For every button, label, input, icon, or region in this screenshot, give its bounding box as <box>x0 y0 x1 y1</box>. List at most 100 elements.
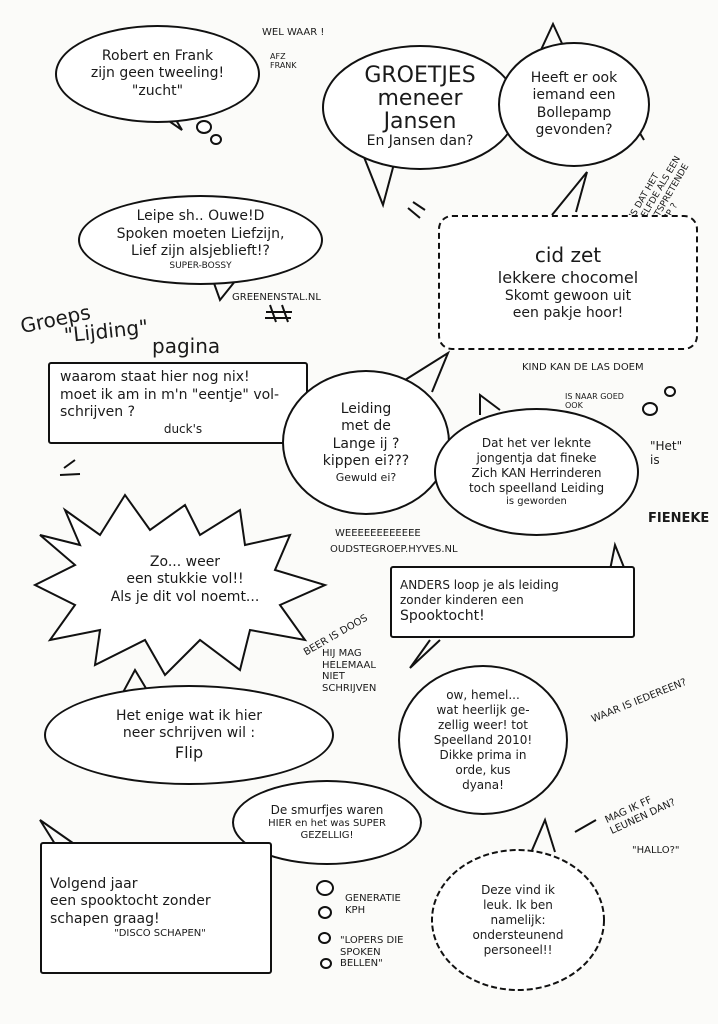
bubble-robert: Robert en Frank zijn geen tweeling! "zuc… <box>55 25 260 123</box>
bubble-spoken-line-1: Leipe sh.. Ouwe!D <box>136 208 265 225</box>
bubble-smurf-line-1: De smurfjes waren <box>270 802 384 817</box>
bubble-spoken-line-2: Spoken moeten Liefzijn, <box>116 225 285 242</box>
bubble-fieneke-line-1: Dat het ver leknte <box>481 435 592 450</box>
tail-anders <box>609 541 626 571</box>
bubble-groetjes-line-2: meneer <box>377 86 463 112</box>
scalloped-bubble-shape <box>431 849 605 991</box>
bubble-volgend-line-2: een spooktocht zonder <box>50 893 211 909</box>
bubble-spoken: Leipe sh.. Ouwe!D Spoken moeten Liefzijn… <box>78 195 323 285</box>
bubble-cid: cid zet lekkere chocomel Skomt gewoon ui… <box>438 215 698 350</box>
bubble-zo: Zo... weer een stukkie vol!! Als je dit … <box>70 530 300 630</box>
bubble-leiding-line-2: met de <box>341 418 391 435</box>
bubble-deze-line-3: namelijk: <box>490 912 546 927</box>
bubble-fieneke-line-2: jongentja dat fineke <box>476 450 597 465</box>
bubble-hemel-line-2: wat heerlijk ge- <box>436 702 530 717</box>
thought-dot <box>642 402 658 416</box>
bubble-flip-line-1: Het enige wat ik hier <box>116 707 262 724</box>
hash-greenstal <box>265 304 292 323</box>
tail-volgend <box>39 819 81 853</box>
bubble-hemel-line-6: orde, kus <box>455 762 511 777</box>
bubble-anders-line-1: ANDERS loop je als leiding <box>400 578 559 593</box>
note-kind: KIND KAN DE LAS DOEM <box>522 362 644 373</box>
note-isnaargoed: IS NAAR GOED OOK <box>565 392 624 411</box>
bubble-anders-line-3: Spooktocht! <box>400 608 485 625</box>
bubble-hemel-line-3: zellig weer! tot <box>437 717 528 732</box>
bubble-bollepamp: Heeft er ook iemand een Bollepamp gevond… <box>498 42 650 167</box>
bubble-fieneke-line-4: toch speelland Leiding <box>468 480 605 495</box>
arrow-mag <box>574 819 597 833</box>
bubble-deze-line-5: personeel!! <box>483 942 553 957</box>
bubble-fieneke-line-3: Zich KAN Herrinderen <box>471 465 602 480</box>
bubble-hemel-line-1: ow, hemel... <box>446 687 520 702</box>
bubble-hemel-line-5: Dikke prima in <box>439 747 527 762</box>
bubble-robert-line-3: "zucht" <box>131 82 184 99</box>
bubble-flip: Het enige wat ik hier neer schrijven wil… <box>44 685 334 785</box>
bubble-waarom: waarom staat hier nog nix! moet ik am in… <box>48 362 308 444</box>
thought-dot <box>196 120 212 134</box>
bubble-bollepamp-line-1: Heeft er ook <box>530 69 618 86</box>
bubble-deze: Deze vind ik leuk. Ik ben namelijk: onde… <box>440 865 596 975</box>
bubble-cid-line-1: cid zet <box>534 242 602 267</box>
tail-deze <box>529 817 556 856</box>
bubble-deze-line-2: leuk. Ik ben <box>483 897 553 912</box>
bubble-groetjes-line-3: Jansen <box>383 109 457 135</box>
bubble-smurf-line-3: GEZELLIG! <box>300 830 354 841</box>
bubble-smurf-line-2: HIER en het was SUPER <box>268 817 386 829</box>
bubble-volgend-line-1: Volgend jaar <box>50 875 138 892</box>
bubble-deze-line-1: Deze vind ik <box>481 882 555 897</box>
bubble-leiding-line-5: Gewuld ei? <box>335 470 397 484</box>
tail-bollepamp <box>539 21 566 53</box>
note-hallo: "HALLO?" <box>632 845 680 856</box>
bubble-leiding-line-3: Lange ij ? <box>332 435 400 452</box>
bubble-volgend-signature: "DISCO SCHAPEN" <box>114 928 206 939</box>
note-afzfrank: AFZ FRANK <box>270 52 297 71</box>
bubble-robert-line-2: zijn geen tweeling! <box>90 65 225 82</box>
bubble-deze-line-4: ondersteunend <box>472 927 564 942</box>
bubble-groetjes: GROETJES meneer Jansen En Jansen dan? <box>322 45 518 170</box>
bubble-spoken-signature: SUPER-BOSSY <box>169 260 232 271</box>
bubble-smurf: De smurfjes waren HIER en het was SUPER … <box>232 780 422 865</box>
bubble-hemel: ow, hemel... wat heerlijk ge- zellig wee… <box>398 665 568 815</box>
note-lopers: "LOPERS DIE SPOKEN BELLEN" <box>340 935 404 969</box>
bubble-zo-line-3: Als je dit vol noemt... <box>110 588 260 605</box>
bubble-cid-line-4: een pakje hoor! <box>512 305 624 321</box>
thought-dot <box>664 386 676 397</box>
starburst-shape <box>32 493 328 677</box>
bubble-waarom-line-2: moet ik am in m'n "eentje" vol- <box>60 386 280 403</box>
bubble-bollepamp-line-3: Bollepamp <box>536 104 612 121</box>
note-welwaar: WEL WAAR ! <box>262 27 325 38</box>
thought-dot <box>320 958 332 969</box>
bubble-anders: ANDERS loop je als leiding zonder kinder… <box>390 566 635 638</box>
note-generatie: GENERATIE KPH <box>345 893 401 916</box>
bubble-leiding-line-4: kippen ei??? <box>322 453 410 470</box>
thought-dot <box>318 932 331 944</box>
bubble-volgend: Volgend jaar een spooktocht zonder schap… <box>40 842 272 974</box>
bubble-groetjes-line-1: GROETJES <box>364 63 476 89</box>
bubble-groetjes-line-4: En Jansen dan? <box>366 133 474 150</box>
note-oudste: OUDSTEGROEP.HYVES.NL <box>330 544 458 555</box>
bubble-waarom-line-1: waarom staat hier nog nix! <box>60 369 250 386</box>
note-fieneke-signature: FIENEKE <box>648 511 710 526</box>
tail-cid <box>551 171 588 216</box>
bubble-fieneke: Dat het ver leknte jongentja dat fineke … <box>434 408 639 536</box>
scribble-left <box>59 459 81 476</box>
thought-dot <box>318 906 332 919</box>
scribble-mid <box>407 201 426 219</box>
bubble-spoken-line-3: Lief zijn alsjeblieft!? <box>131 243 270 260</box>
bubble-hemel-line-4: Speelland 2010! <box>433 732 533 747</box>
bubble-fieneke-line-5: is geworden <box>506 495 567 507</box>
bubble-bollepamp-line-4: gevonden? <box>535 122 613 138</box>
note-pagina: pagina <box>152 334 221 358</box>
bubble-cid-line-2: lekkere chocomel <box>497 267 639 287</box>
bubble-flip-line-3: Flip <box>174 742 204 762</box>
bubble-anders-line-2: zonder kinderen een <box>400 593 524 608</box>
bubble-hemel-line-7: dyana! <box>462 777 504 792</box>
tail-anders-bottom <box>409 639 441 669</box>
note-het: "Het" is <box>650 439 683 467</box>
bubble-robert-line-1: Robert en Frank <box>101 47 214 64</box>
bubble-leiding: Leiding met de Lange ij ? kippen ei??? G… <box>282 370 450 515</box>
note-weeee: WEEEEEEEEEEEE <box>335 528 421 539</box>
thought-dot <box>210 134 222 145</box>
bubble-bollepamp-line-2: iemand een <box>532 87 616 103</box>
